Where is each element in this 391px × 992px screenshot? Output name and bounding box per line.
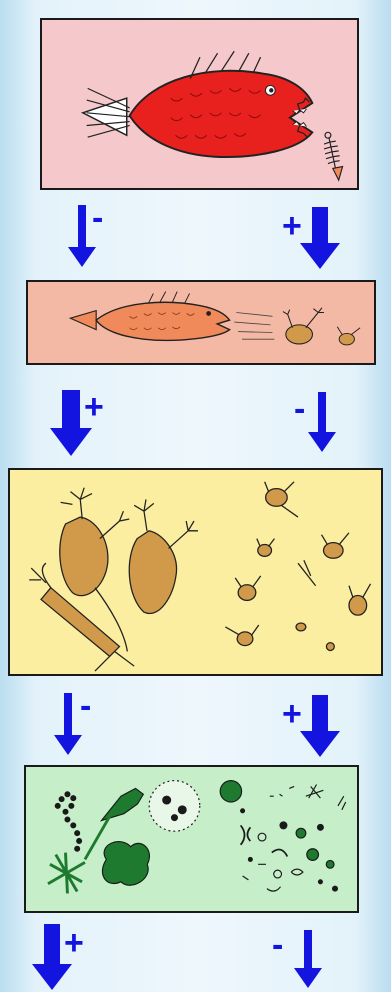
sign-right-1: +	[282, 209, 302, 243]
planktivorous-fish-panel	[26, 280, 376, 365]
arrow-row-3: - +	[0, 683, 391, 763]
zoo-small-3	[323, 543, 343, 559]
asterionella	[48, 853, 85, 894]
copepod-large	[41, 588, 119, 657]
arrow-row-4: + -	[0, 920, 391, 992]
zooplankton-prey-small	[337, 327, 360, 345]
volvox	[149, 781, 200, 832]
algae-chain	[55, 792, 81, 851]
zoo-small-4	[238, 585, 256, 601]
phytoplankton-panel	[24, 765, 359, 913]
fish-skeleton	[324, 132, 343, 180]
zooplankton-prey-large	[283, 308, 324, 344]
arrow-right-down-4	[0, 920, 391, 992]
arrow-row-1: - +	[0, 195, 391, 275]
arrow-right-down-2	[0, 380, 391, 460]
zooplankton-panel	[8, 468, 383, 676]
daphnia-large-2	[129, 531, 176, 614]
zoo-small-6	[237, 632, 253, 646]
predatory-fish-panel	[40, 18, 359, 190]
zoo-small-7	[296, 623, 306, 631]
sign-right-4: -	[272, 928, 283, 962]
arrow-right-down-3	[0, 683, 391, 763]
sign-right-3: +	[282, 697, 302, 731]
predatory-fish-illustration	[42, 20, 357, 188]
zoo-small-5	[349, 596, 367, 616]
daphnia-large-1	[60, 517, 108, 596]
algae-colony	[102, 842, 149, 886]
phyto-cell-large	[220, 781, 241, 802]
zoo-small-8	[326, 643, 334, 651]
zooplankton-illustration	[10, 470, 381, 674]
arrow-row-2: + -	[0, 380, 391, 460]
dinoflagellate	[102, 788, 144, 820]
planktivorous-fish-body	[96, 302, 229, 340]
arrow-right-down-1	[0, 195, 391, 275]
planktivorous-fish-illustration	[28, 282, 374, 363]
sign-right-2: -	[294, 392, 305, 426]
phytoplankton-illustration	[26, 767, 357, 911]
